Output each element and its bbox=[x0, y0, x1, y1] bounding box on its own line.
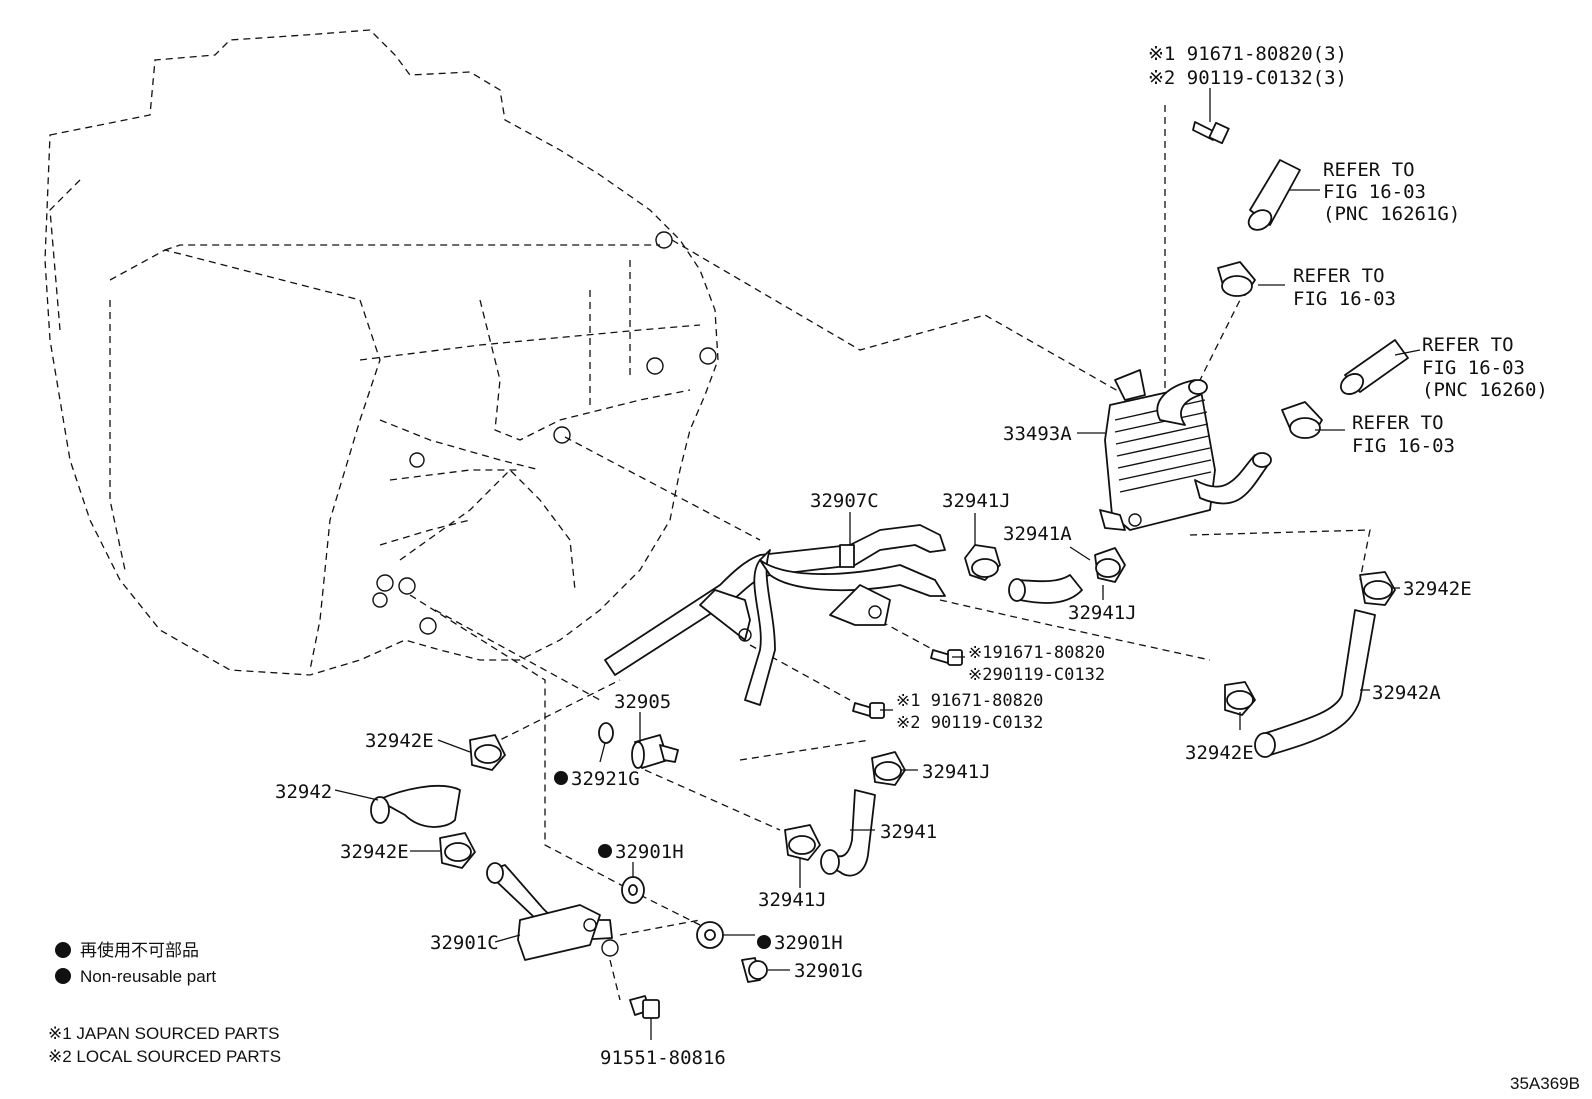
legend-note-2: ※2 LOCAL SOURCED PARTS bbox=[48, 1047, 281, 1066]
callout-refer1-b: FIG 16-03 bbox=[1323, 181, 1426, 203]
hose-32942A bbox=[1254, 609, 1376, 758]
assembly-lines bbox=[409, 105, 1371, 1001]
callout-32942: 32942 bbox=[275, 781, 332, 803]
callout-32941J-b: 32941J bbox=[1068, 602, 1137, 624]
bolt-32901G bbox=[741, 957, 768, 983]
callout-bolt-top-1: ※1 91671-80820(3) bbox=[1148, 43, 1347, 65]
callout-32941A: 32941A bbox=[1003, 523, 1072, 545]
callout-refer4-b: FIG 16-03 bbox=[1352, 435, 1455, 457]
clamp-refer-4 bbox=[1281, 401, 1323, 439]
legend-dot bbox=[55, 942, 71, 958]
clamp-32942E-a bbox=[1359, 571, 1396, 606]
washer-32901H-a bbox=[621, 876, 645, 904]
callout-32901C: 32901C bbox=[430, 932, 499, 954]
hose-refer-1 bbox=[1247, 159, 1301, 231]
transmission-housing bbox=[44, 29, 719, 676]
clamp-32941J-d bbox=[784, 824, 821, 861]
hose-32941A bbox=[1008, 574, 1083, 604]
callout-32942E-b: 32942E bbox=[1185, 742, 1254, 764]
oil-cooler bbox=[1099, 369, 1272, 531]
clamp-32942E-d bbox=[439, 832, 476, 869]
oring-32921G bbox=[598, 722, 614, 744]
callout-refer3-c: (PNC 16260) bbox=[1422, 379, 1548, 401]
callout-32942E-d: 32942E bbox=[340, 841, 409, 863]
callout-bolt-low-2: ※2 90119-C0132 bbox=[896, 713, 1043, 733]
callout-32941J-a: 32941J bbox=[942, 490, 1011, 512]
callout-32941J-c: 32941J bbox=[922, 761, 991, 783]
callout-refer2-b: FIG 16-03 bbox=[1293, 288, 1396, 310]
callout-bolt-top-2: ※2 90119-C0132(3) bbox=[1148, 67, 1347, 89]
clamp-32942E-b bbox=[1224, 681, 1256, 716]
clamp-32941J-b bbox=[1094, 547, 1126, 583]
clamp-32941J-a bbox=[964, 544, 1001, 581]
callout-refer1-c: (PNC 16261G) bbox=[1323, 203, 1460, 225]
callout-refer3-b: FIG 16-03 bbox=[1422, 357, 1525, 379]
bolt-91551 bbox=[629, 995, 660, 1019]
callout-bolt-low-1: ※1 91671-80820 bbox=[896, 691, 1043, 711]
pipe-32901C bbox=[486, 862, 619, 961]
callout-32941: 32941 bbox=[880, 821, 937, 843]
callout-refer2-a: REFER TO bbox=[1293, 265, 1385, 287]
bolt-low bbox=[852, 702, 885, 719]
legend-en: Non-reusable part bbox=[80, 967, 216, 986]
callout-32907C: 32907C bbox=[810, 490, 879, 512]
hose-refer-3 bbox=[1339, 339, 1409, 395]
nonreusable-dot bbox=[598, 844, 612, 858]
callout-32901G: 32901G bbox=[794, 960, 863, 982]
leader-lines bbox=[334, 88, 1421, 1040]
callout-32942E-c: 32942E bbox=[365, 730, 434, 752]
callout-refer1-a: REFER TO bbox=[1323, 159, 1415, 181]
clamp-32942E-c bbox=[469, 734, 506, 771]
hose-32942 bbox=[370, 784, 461, 828]
legend: 再使用不可部品 Non-reusable part ※1 JAPAN SOURC… bbox=[48, 940, 281, 1066]
callout-refer3-a: REFER TO bbox=[1422, 334, 1514, 356]
nonreusable-dot bbox=[554, 771, 568, 785]
callout-32942E-a: 32942E bbox=[1403, 578, 1472, 600]
diagram-id: 35A369B bbox=[1510, 1074, 1580, 1093]
legend-jp: 再使用不可部品 bbox=[80, 940, 199, 960]
pipe-32907C bbox=[604, 524, 946, 706]
clamp-refer-2 bbox=[1217, 261, 1256, 297]
bolt-top bbox=[1192, 121, 1230, 145]
clamp-32941J-c bbox=[871, 751, 906, 786]
callout-32942A: 32942A bbox=[1372, 682, 1441, 704]
callout-32901H-a: 32901H bbox=[615, 841, 684, 863]
legend-note-1: ※1 JAPAN SOURCED PARTS bbox=[48, 1024, 280, 1043]
valve-32905 bbox=[631, 734, 679, 769]
callout-33493A: 33493A bbox=[1003, 423, 1072, 445]
callout-bolt-mid-1: ※191671-80820 bbox=[968, 643, 1105, 663]
bolt-mid bbox=[930, 649, 963, 666]
callout-bolt-mid-2: ※290119-C0132 bbox=[968, 665, 1105, 685]
callout-32901H-b: 32901H bbox=[774, 932, 843, 954]
callout-32905: 32905 bbox=[614, 691, 671, 713]
callout-32941J-d: 32941J bbox=[758, 889, 827, 911]
hose-32941 bbox=[820, 789, 876, 877]
callout-refer4-a: REFER TO bbox=[1352, 412, 1444, 434]
nonreusable-dot bbox=[757, 935, 771, 949]
callout-32921G: 32921G bbox=[571, 768, 640, 790]
washer-32901H-b bbox=[696, 921, 724, 949]
legend-dot bbox=[55, 968, 71, 984]
callouts: ※1 91671-80820(3) ※2 90119-C0132(3) REFE… bbox=[275, 43, 1548, 1069]
callout-91551-80816: 91551-80816 bbox=[600, 1047, 726, 1069]
